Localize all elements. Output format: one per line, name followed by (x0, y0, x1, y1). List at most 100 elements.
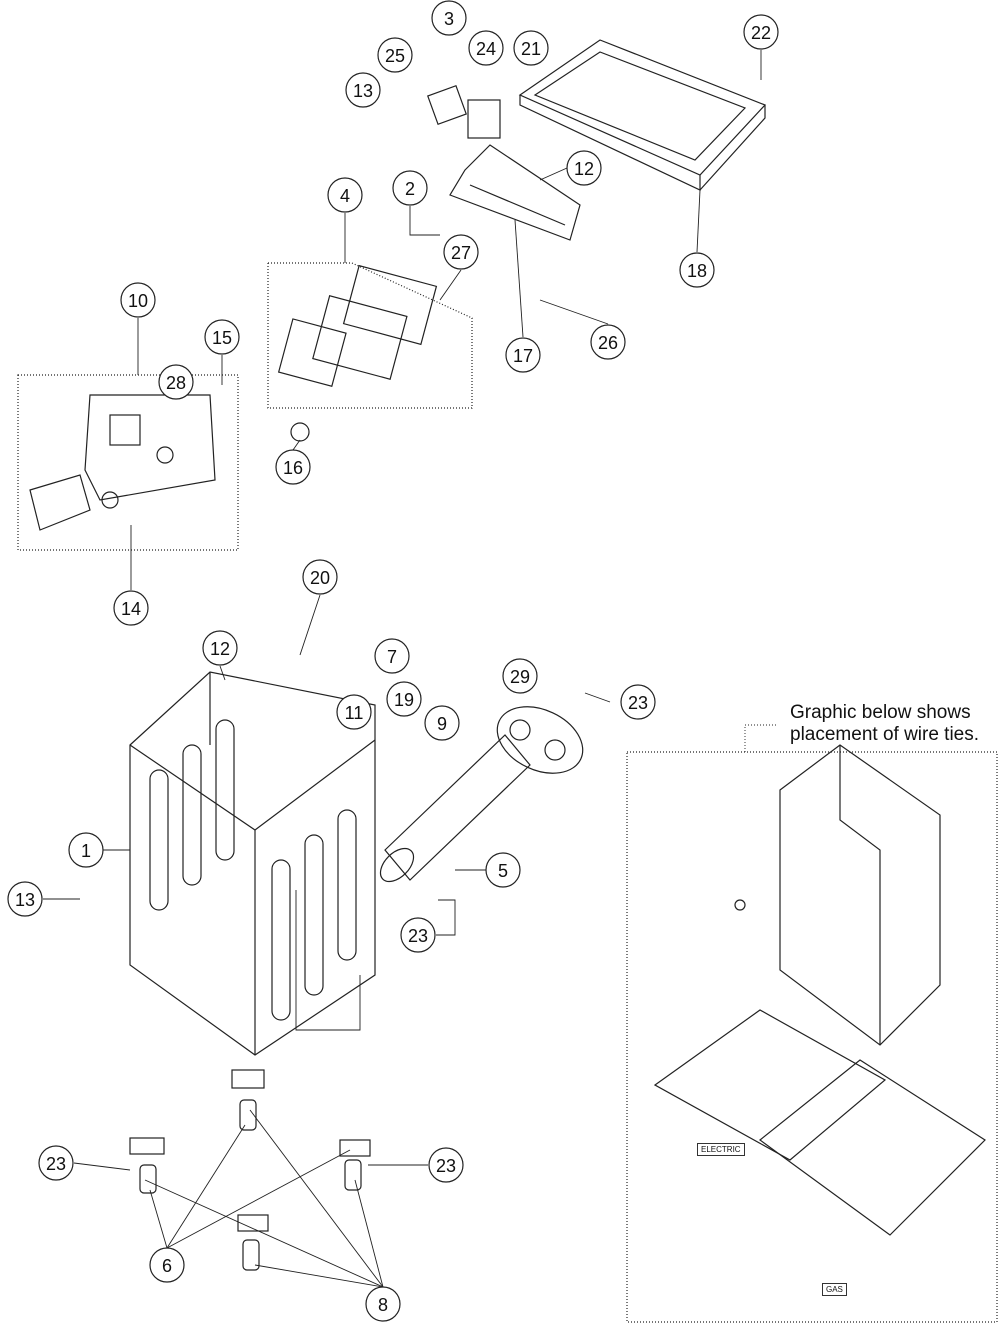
callout-circle (443, 234, 479, 270)
callout-2: 2 (392, 170, 428, 206)
callout-circle (566, 150, 602, 186)
callout-circle (502, 658, 538, 694)
callout-number: 7 (387, 647, 397, 667)
callout-number: 5 (498, 861, 508, 881)
callout-number: 23 (436, 1156, 456, 1176)
callout-28: 28 (158, 364, 194, 400)
callout-number: 3 (444, 9, 454, 29)
callout-number: 15 (212, 328, 232, 348)
callout-circle (620, 684, 656, 720)
callout-number: 23 (628, 693, 648, 713)
top-lid-part (518, 39, 767, 191)
callout-number: 21 (521, 39, 541, 59)
callout-circle (590, 324, 626, 360)
callout-12: 12 (566, 150, 602, 186)
callout-6: 6 (149, 1247, 185, 1283)
callout-24: 24 (468, 30, 504, 66)
callout-number: 27 (451, 243, 471, 263)
callout-23: 23 (38, 1145, 74, 1181)
leader-lines (43, 50, 778, 1288)
callout-number: 29 (510, 667, 530, 687)
callout-circle (485, 852, 521, 888)
callout-20: 20 (302, 559, 338, 595)
callout-number: 8 (378, 1295, 388, 1315)
callout-number: 22 (751, 23, 771, 43)
leveling-feet (129, 1069, 371, 1271)
callout-10: 10 (120, 282, 156, 318)
callout-number: 20 (310, 568, 330, 588)
callout-15: 15 (204, 319, 240, 355)
callout-circle (158, 364, 194, 400)
callout-circle (327, 177, 363, 213)
callout-number: 1 (81, 841, 91, 861)
callout-circle (505, 337, 541, 373)
callout-circle (743, 14, 779, 50)
callout-23: 23 (428, 1147, 464, 1183)
callout-number: 26 (598, 333, 618, 353)
control-panel-group (17, 374, 239, 551)
callout-circle (275, 449, 311, 485)
callout-16: 16 (275, 449, 311, 485)
callout-number: 14 (121, 599, 141, 619)
callout-number: 23 (408, 926, 428, 946)
wire-tie-inset (626, 744, 998, 1323)
callout-number: 12 (210, 639, 230, 659)
control-board-group (267, 262, 473, 442)
callout-17: 17 (505, 337, 541, 373)
callout-8: 8 (365, 1286, 401, 1322)
bracket-part (467, 99, 501, 139)
callout-19: 19 (386, 681, 422, 717)
callout-number: 11 (345, 703, 364, 723)
callout-circle (428, 1147, 464, 1183)
duct-part (379, 734, 531, 883)
callout-circle (113, 590, 149, 626)
wire-tie-note: Graphic below shows placement of wire ti… (790, 702, 979, 746)
callout-number: 4 (340, 186, 350, 206)
callout-29: 29 (502, 658, 538, 694)
callout-circle (204, 319, 240, 355)
callout-circle (374, 638, 410, 674)
callout-1: 1 (68, 832, 104, 868)
callout-22: 22 (743, 14, 779, 50)
gas-label: GAS (822, 1283, 847, 1296)
callout-circle (468, 30, 504, 66)
callout-circle (377, 37, 413, 73)
callout-number: 18 (687, 261, 707, 281)
callout-circle (149, 1247, 185, 1283)
callout-4: 4 (327, 177, 363, 213)
callout-11: 11 (336, 694, 372, 730)
callout-circle (386, 681, 422, 717)
callout-number: 19 (394, 690, 414, 710)
callout-9: 9 (424, 705, 460, 741)
callout-12: 12 (202, 630, 238, 666)
callout-circle (302, 559, 338, 595)
callout-circle (68, 832, 104, 868)
filter-part (427, 85, 467, 125)
callout-number: 13 (15, 890, 35, 910)
callout-number: 13 (353, 81, 373, 101)
callout-number: 25 (385, 46, 405, 66)
callout-circle (392, 170, 428, 206)
note-line-1: Graphic below shows (790, 702, 971, 723)
callout-number: 10 (128, 291, 148, 311)
callout-number: 6 (162, 1256, 172, 1276)
callout-25: 25 (377, 37, 413, 73)
callout-circle (120, 282, 156, 318)
callout-13: 13 (7, 881, 43, 917)
callout-number: 28 (166, 373, 186, 393)
callout-number: 16 (283, 458, 303, 478)
callout-18: 18 (679, 252, 715, 288)
callout-number: 2 (405, 179, 415, 199)
callout-circle (513, 30, 549, 66)
callout-23: 23 (620, 684, 656, 720)
callout-14: 14 (113, 590, 149, 626)
callout-circle (424, 705, 460, 741)
callout-number: 12 (574, 159, 594, 179)
callout-number: 24 (476, 39, 496, 59)
callout-7: 7 (374, 638, 410, 674)
callout-circle (202, 630, 238, 666)
callout-circle (38, 1145, 74, 1181)
callout-number: 9 (437, 714, 447, 734)
callout-5: 5 (485, 852, 521, 888)
